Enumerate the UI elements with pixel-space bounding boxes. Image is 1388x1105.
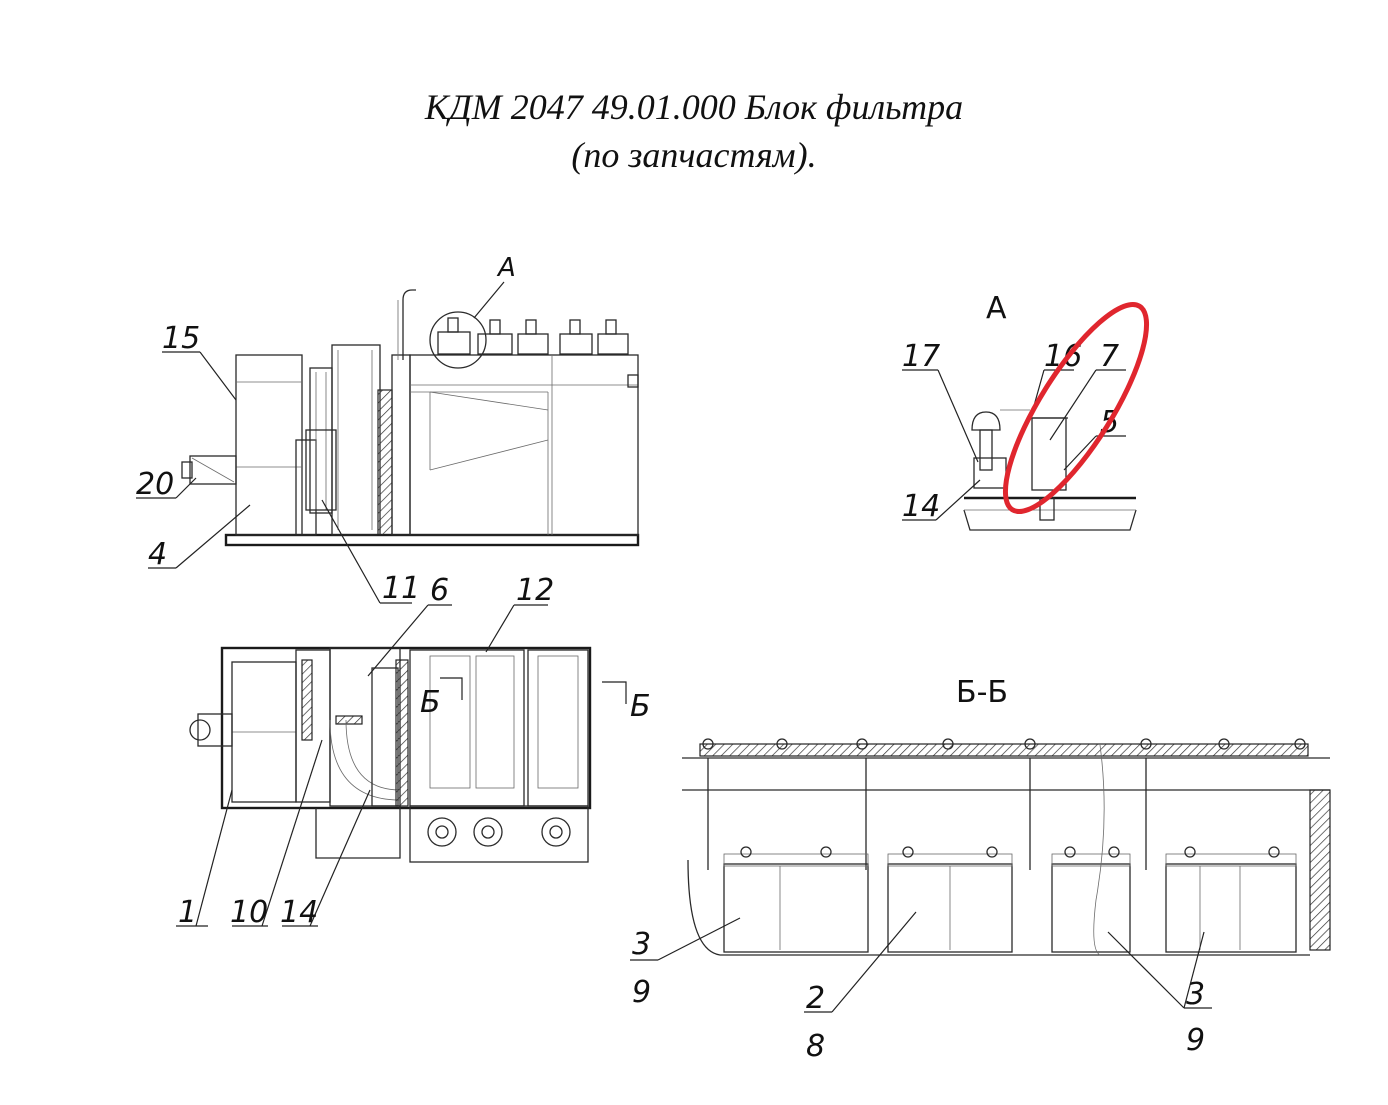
label-6: 6 <box>430 573 449 608</box>
section-mark-right: Б <box>630 689 651 724</box>
plan-view: Б Б <box>189 646 651 863</box>
label-14-plan: 14 <box>280 895 318 930</box>
label-12: 12 <box>516 573 554 608</box>
section-title: Б-Б <box>956 675 1008 710</box>
label-8: 8 <box>806 1029 825 1064</box>
label-10: 10 <box>230 895 268 930</box>
callout-a: А <box>496 253 516 283</box>
label-15: 15 <box>162 321 200 356</box>
label-9-right: 9 <box>1186 1023 1205 1058</box>
label-4: 4 <box>148 537 167 572</box>
section-b-b-labels: 3 9 2 8 3 9 <box>630 911 1212 1064</box>
label-7: 7 <box>1100 339 1119 374</box>
label-3-left: 3 <box>632 927 651 962</box>
label-1: 1 <box>178 895 197 930</box>
label-20: 20 <box>136 467 174 502</box>
label-14-detail: 14 <box>902 489 940 524</box>
label-2: 2 <box>806 981 825 1016</box>
side-view-labels: 15 20 4 11 <box>136 321 420 606</box>
label-11: 11 <box>382 571 420 606</box>
section-b-b: Б-Б <box>682 675 1331 956</box>
plan-view-labels: 6 12 1 10 14 <box>176 573 554 930</box>
side-view: А <box>181 253 640 547</box>
label-3-right: 3 <box>1186 977 1205 1012</box>
drawing-subtitle: (по запчастям). <box>571 135 817 175</box>
detail-a-title: А <box>986 291 1007 326</box>
label-9-left: 9 <box>632 975 651 1010</box>
detail-a-labels: 17 16 7 5 14 <box>902 339 1126 524</box>
drawing-title: КДМ 2047 49.01.000 Блок фильтра <box>424 87 964 127</box>
label-17: 17 <box>902 339 940 374</box>
highlight-oval <box>1002 301 1150 515</box>
section-mark-left: Б <box>420 685 441 720</box>
